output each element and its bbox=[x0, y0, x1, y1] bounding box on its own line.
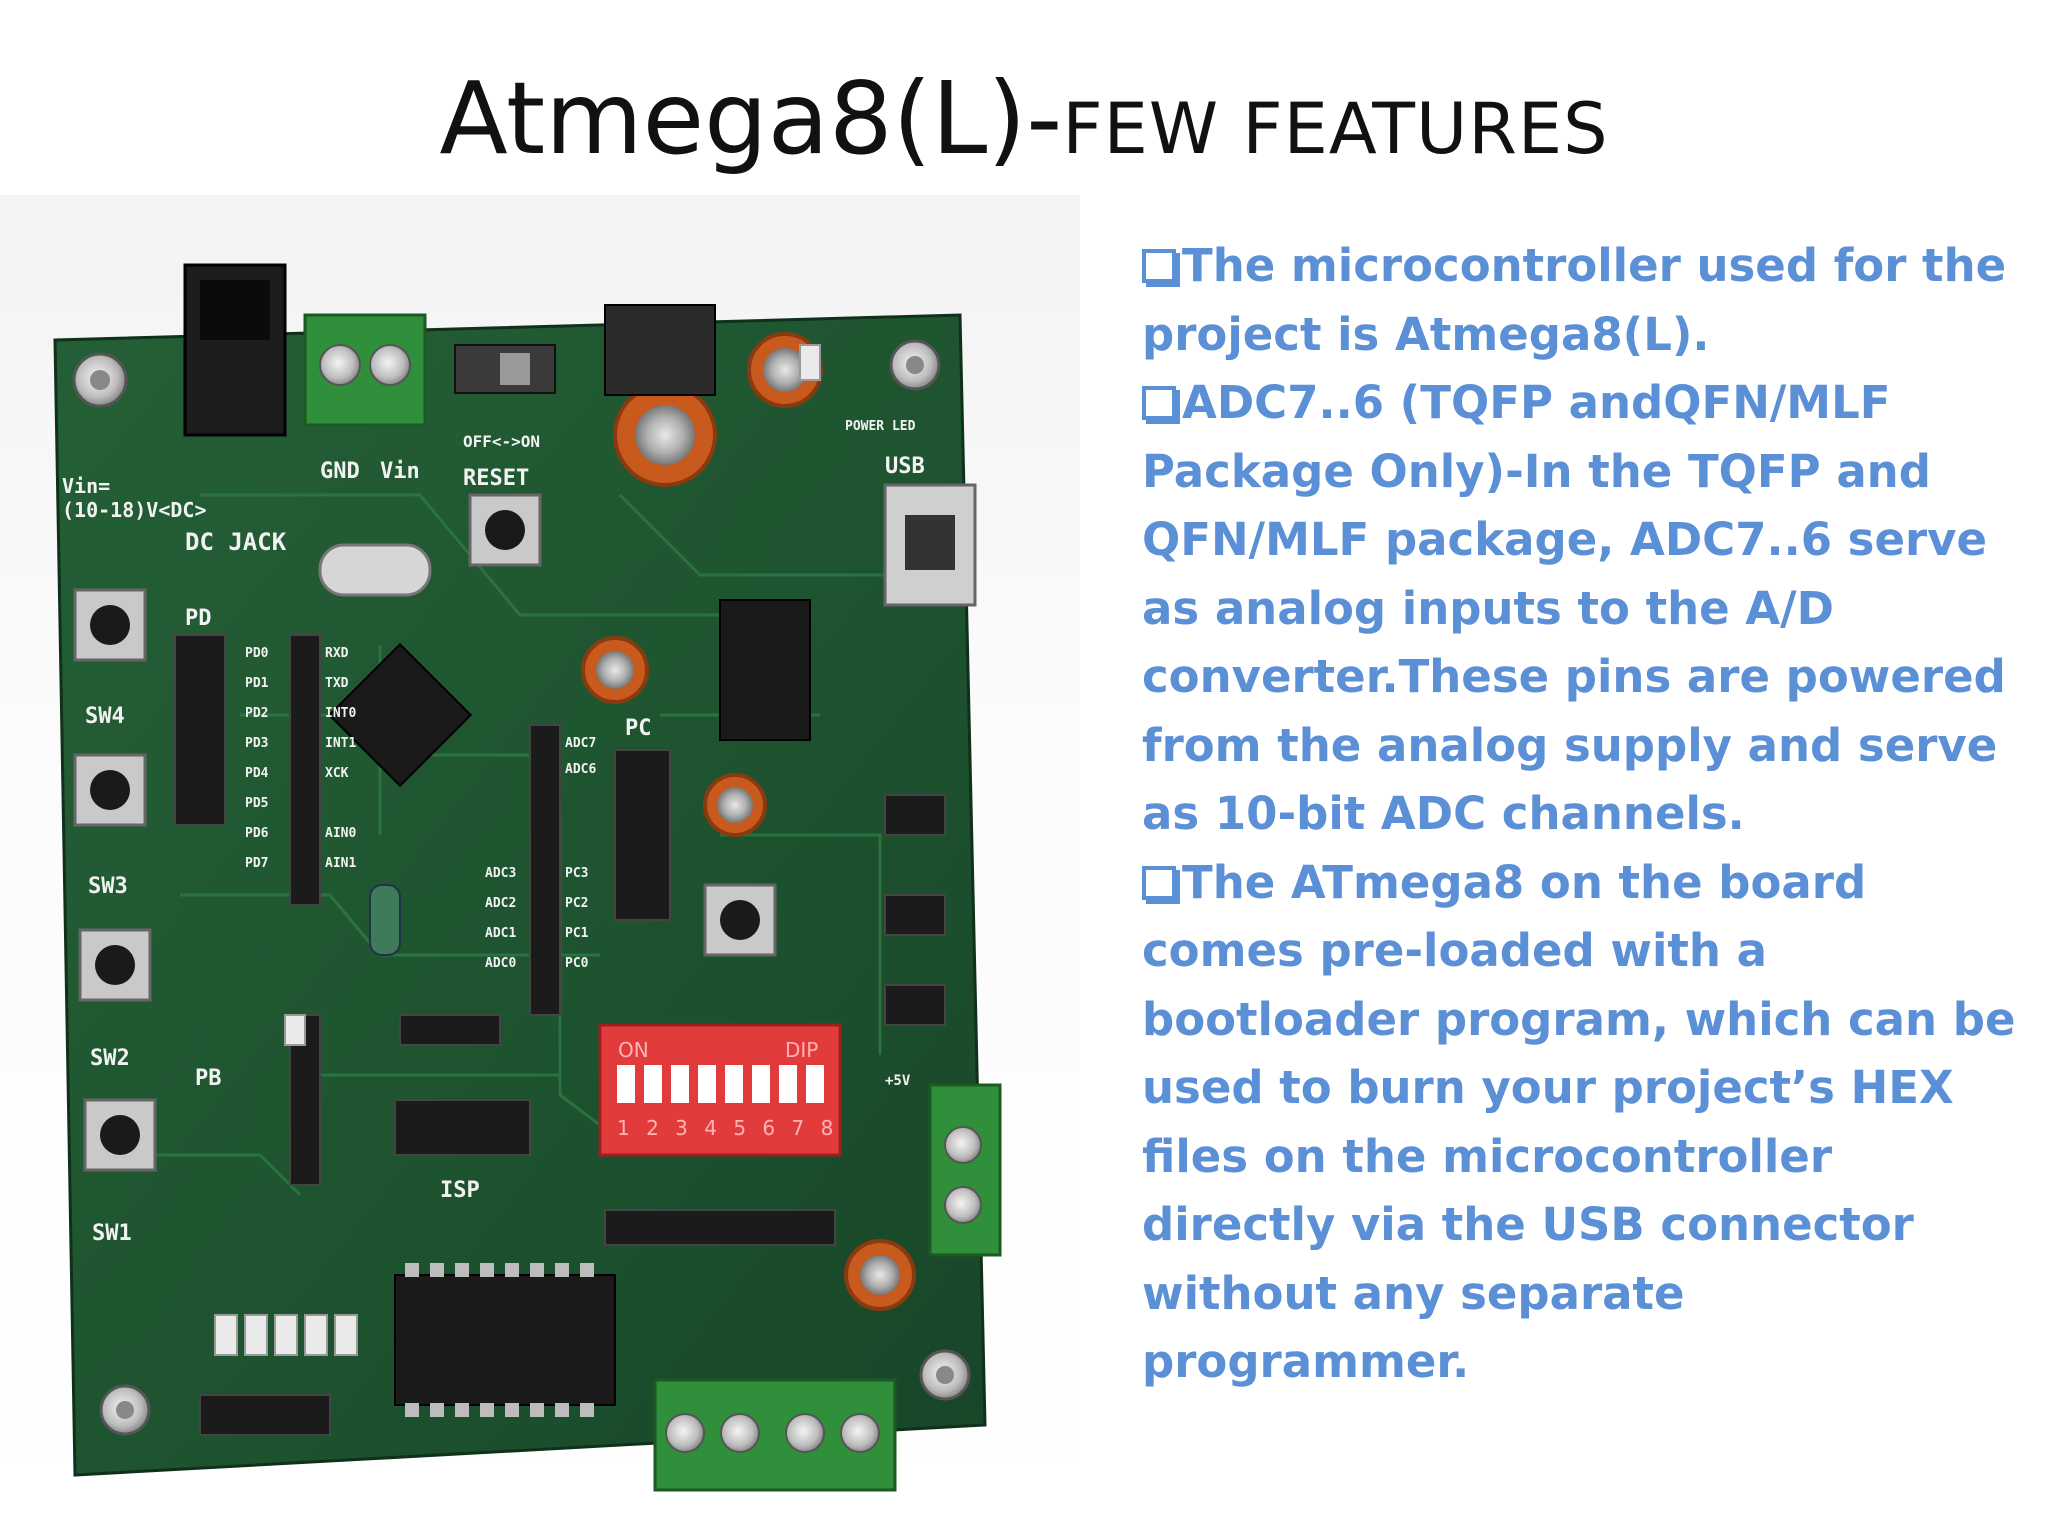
silk-pd1: PD1 bbox=[245, 676, 269, 691]
dip-switch bbox=[598, 1023, 842, 1157]
bullet-text-2: ADC7..6 (TQFP andQFN/MLF Package Only)-I… bbox=[1142, 376, 2006, 840]
silk-reset: RESET bbox=[463, 466, 529, 491]
bullet-text-3: The ATmega8 on the board comes pre-loade… bbox=[1142, 855, 2016, 1389]
usb-ic bbox=[719, 599, 811, 741]
silk-xck: XCK bbox=[325, 766, 349, 781]
silk-sw1: SW1 bbox=[92, 1221, 132, 1246]
silk-int0: INT0 bbox=[325, 706, 356, 721]
silk-pd: PD bbox=[185, 606, 212, 631]
silk-isp: ISP bbox=[440, 1178, 480, 1203]
silk-ain1: AIN1 bbox=[325, 856, 356, 871]
corner-screws bbox=[72, 339, 971, 1436]
bullet-text-1: The microcontroller used for the project… bbox=[1142, 239, 2007, 361]
silk-pb: PB bbox=[195, 1066, 222, 1091]
supply-terminal-block bbox=[928, 1083, 1002, 1257]
checkbox-bullet-icon bbox=[1142, 249, 1176, 283]
bullet-list: The microcontroller used for the project… bbox=[1142, 232, 2022, 1397]
silk-pc: PC bbox=[625, 716, 652, 741]
silk-txd: TXD bbox=[325, 676, 349, 691]
dip-ic bbox=[394, 1274, 616, 1406]
silk-pc0: PC0 bbox=[565, 956, 589, 971]
silk-plus5v: +5V bbox=[885, 1073, 911, 1089]
silk-pc2: PC2 bbox=[565, 896, 588, 911]
silk-dip: DIP bbox=[785, 1038, 818, 1062]
crystal bbox=[318, 543, 432, 597]
title-sub: FEW FEATURES bbox=[1062, 88, 1609, 170]
silk-off-on: OFF<->ON bbox=[463, 432, 540, 451]
bullet-item-1: The microcontroller used for the project… bbox=[1142, 232, 2022, 369]
silk-adc2: ADC2 bbox=[485, 896, 516, 911]
silk-int1: INT1 bbox=[325, 736, 356, 751]
slide-title: Atmega8(L)-FEW FEATURES bbox=[0, 60, 2048, 177]
silk-pd5: PD5 bbox=[245, 796, 268, 811]
silk-gnd: GND bbox=[320, 459, 360, 484]
silk-dip-numbers: 1 2 3 4 5 6 7 8 bbox=[617, 1116, 838, 1140]
silk-pc1: PC1 bbox=[565, 926, 589, 941]
silk-ain0: AIN0 bbox=[325, 826, 356, 841]
silk-adc7: ADC7 bbox=[565, 736, 596, 751]
silk-sw4: SW4 bbox=[85, 704, 125, 729]
inductor bbox=[369, 884, 401, 956]
push-buttons bbox=[73, 588, 777, 1172]
bullet-item-3: The ATmega8 on the board comes pre-loade… bbox=[1142, 849, 2022, 1397]
silk-vin-range: (10-18)V<DC> bbox=[62, 498, 207, 522]
voltage-regulator bbox=[604, 304, 716, 396]
silk-sw2: SW2 bbox=[90, 1046, 130, 1071]
silk-pd6: PD6 bbox=[245, 826, 269, 841]
silk-dc-jack: DC JACK bbox=[185, 528, 287, 556]
board-photo: Vin= (10-18)V<DC> DC JACK GND Vin OFF<->… bbox=[0, 195, 1080, 1515]
bullet-item-2: ADC7..6 (TQFP andQFN/MLF Package Only)-I… bbox=[1142, 369, 2022, 849]
capacitors bbox=[581, 332, 916, 1311]
silk-pc3: PC3 bbox=[565, 866, 588, 881]
atmega8-chip bbox=[327, 642, 473, 788]
silk-pd2: PD2 bbox=[245, 706, 268, 721]
silk-rxd: RXD bbox=[325, 646, 349, 661]
silk-pd3: PD3 bbox=[245, 736, 268, 751]
silk-adc1: ADC1 bbox=[485, 926, 516, 941]
silk-pd4: PD4 bbox=[245, 766, 269, 781]
header-pins bbox=[174, 634, 946, 1436]
development-board-image: Vin= (10-18)V<DC> DC JACK GND Vin OFF<->… bbox=[53, 263, 1002, 1492]
silk-pd7: PD7 bbox=[245, 856, 268, 871]
silk-vin: Vin= bbox=[62, 474, 110, 498]
silk-adc3: ADC3 bbox=[485, 866, 516, 881]
silkscreen-labels: Vin= (10-18)V<DC> DC JACK GND Vin OFF<->… bbox=[62, 419, 925, 1246]
silk-power-led: POWER LED bbox=[845, 419, 916, 434]
silk-usb: USB bbox=[885, 454, 925, 479]
silk-pd0: PD0 bbox=[245, 646, 269, 661]
dip-labels: ON DIP 1 2 3 4 5 6 7 8 bbox=[617, 1038, 838, 1140]
silk-dip-on: ON bbox=[618, 1038, 649, 1062]
checkbox-bullet-icon bbox=[1142, 865, 1176, 900]
leds bbox=[214, 344, 821, 1356]
silk-sw3: SW3 bbox=[88, 874, 128, 899]
checkbox-bullet-icon bbox=[1142, 386, 1176, 420]
silk-adc6: ADC6 bbox=[565, 762, 596, 777]
silk-adc0: ADC0 bbox=[485, 956, 516, 971]
silk-vin-short: Vin bbox=[380, 459, 420, 484]
title-main: Atmega8(L)- bbox=[439, 60, 1063, 177]
